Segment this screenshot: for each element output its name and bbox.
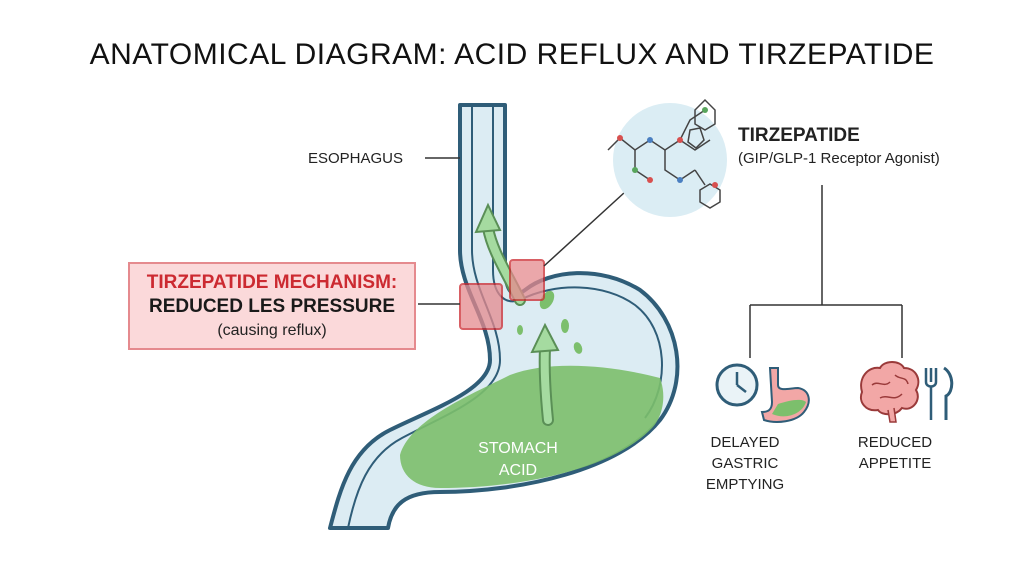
page-title: ANATOMICAL DIAGRAM: ACID REFLUX AND TIRZ…: [89, 38, 935, 71]
effect-delayed-gastric-emptying: DELAYED GASTRIC EMPTYING: [690, 432, 800, 495]
drug-class: (GIP/GLP-1 Receptor Agonist): [738, 150, 940, 167]
effect-line: EMPTYING: [705, 476, 785, 493]
esophagus-label: ESOPHAGUS: [308, 150, 404, 167]
effect-line: APPETITE: [858, 455, 932, 472]
brain-icon: [860, 361, 920, 423]
stomach-icon: [760, 367, 810, 423]
mechanism-heading: TIRZEPATIDE MECHANISM:: [146, 272, 398, 293]
mechanism-callout: TIRZEPATIDE MECHANISM: REDUCED LES PRESS…: [128, 262, 416, 350]
fork-knife-icon: [924, 366, 954, 420]
drug-name: TIRZEPATIDE: [738, 125, 860, 146]
les-highlight: [459, 259, 545, 330]
molecule-icon: [607, 98, 727, 217]
stomach-acid-line2: ACID: [498, 462, 538, 479]
effect-reduced-appetite: REDUCED APPETITE: [850, 432, 940, 474]
clock-icon: [715, 363, 759, 407]
stomach-acid-line1: STOMACH: [478, 440, 558, 457]
effect-line: DELAYED: [710, 434, 780, 451]
connector-lines: [418, 157, 903, 358]
stomach-acid-label: STOMACH ACID: [468, 438, 568, 482]
effect-line: REDUCED: [857, 434, 933, 451]
effect-line: GASTRIC: [711, 455, 779, 472]
mechanism-effect: REDUCED LES PRESSURE: [149, 296, 395, 317]
mechanism-note: (causing reflux): [217, 322, 327, 339]
